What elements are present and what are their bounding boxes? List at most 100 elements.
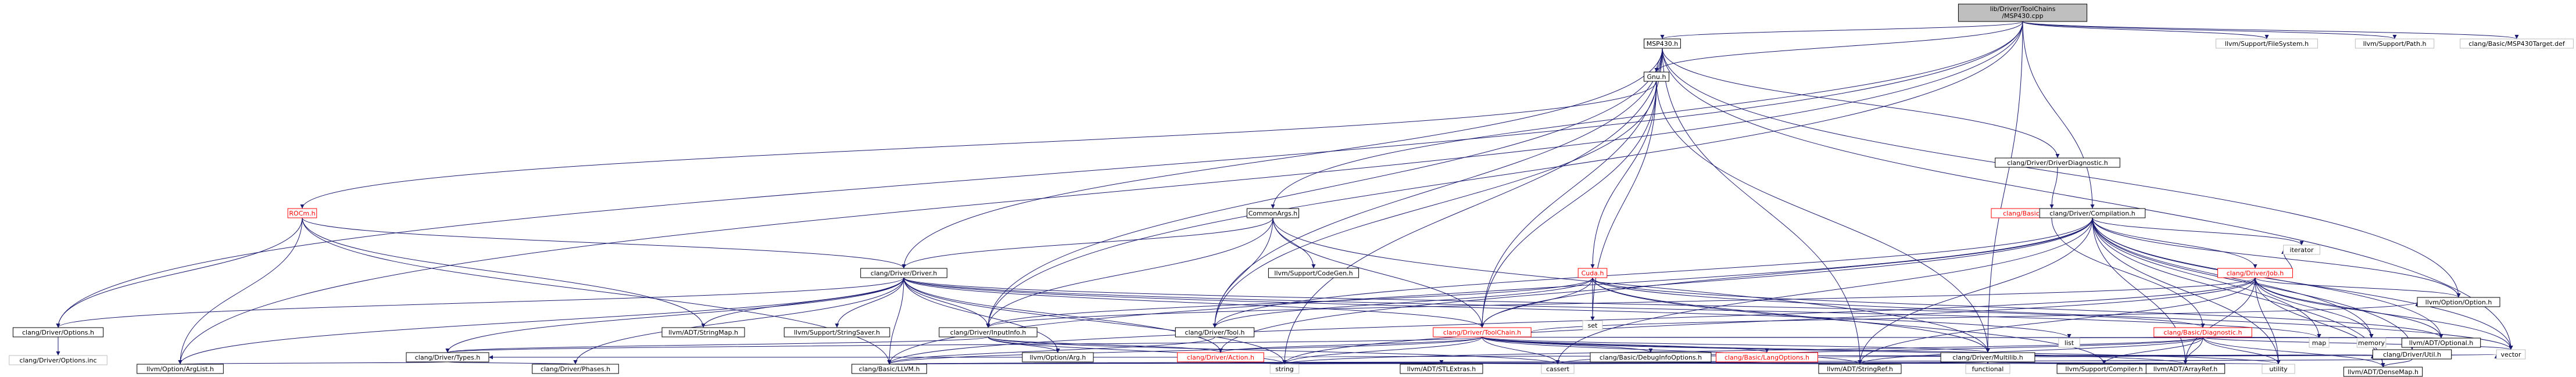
edge-jobh-to-memory (2255, 277, 2374, 339)
edge-driverh-to-options (56, 277, 904, 328)
node-types[interactable]: clang/Driver/Types.h (406, 352, 489, 362)
node-util[interactable]: clang/Driver/Util.h (2372, 349, 2452, 360)
node-cudah[interactable]: Cuda.h (1577, 268, 1608, 278)
edge (1987, 360, 2106, 365)
edge-types-to-phases (447, 360, 577, 365)
edge (2255, 277, 2513, 350)
edge (1858, 277, 2256, 365)
node-box (1268, 268, 1359, 278)
edge (1480, 48, 1663, 328)
edge (1271, 21, 2023, 209)
node-stringsaver[interactable]: llvm/Support/StringSaver.h (783, 327, 890, 337)
edge-cudah-to-optional (1592, 277, 2443, 339)
edge (1284, 360, 1988, 365)
node-driverdiag[interactable]: clang/Driver/DriverDiagnostic.h (1995, 157, 2120, 168)
node-label: llvm/Option/Option.h (2425, 299, 2492, 306)
node-options[interactable]: clang/Driver/Options.h (12, 327, 104, 337)
node-label: Gnu.h (1647, 73, 1666, 81)
edge (903, 277, 2321, 339)
edge-cudah-to-tool (1212, 277, 1593, 328)
node-multilib[interactable]: clang/Driver/Multilib.h (1940, 352, 2035, 362)
node-label: functional (1972, 365, 2004, 373)
edge (1482, 336, 1990, 353)
node-commonargs[interactable]: CommonArgs.h (1246, 208, 1300, 218)
node-set: set (1582, 320, 1603, 331)
node-memory: memory (2356, 337, 2387, 348)
node-tool[interactable]: clang/Driver/Tool.h (1175, 327, 1255, 337)
node-label: set (1588, 322, 1598, 329)
node-stringref[interactable]: llvm/ADT/StringRef.h (1818, 364, 1902, 374)
edge (903, 277, 1287, 365)
node-box (1965, 364, 2010, 374)
node-densemap[interactable]: llvm/ADT/DenseMap.h (2343, 367, 2423, 377)
node-compiler[interactable]: llvm/Support/Compiler.h (2056, 364, 2152, 374)
node-box (1958, 3, 2088, 22)
edge-jobh-to-stringref (1858, 277, 2256, 365)
edge-toolchain-to-langopts (1482, 336, 1769, 353)
node-llvmh[interactable]: clang/Basic/LLVM.h (851, 364, 927, 374)
node-inputinfo[interactable]: clang/Driver/InputInfo.h (939, 327, 1037, 337)
node-label: llvm/Support/Compiler.h (2065, 365, 2142, 373)
edge-root-to-filesystem (2022, 21, 2269, 40)
node-toolchain[interactable]: clang/Driver/ToolChain.h (1433, 327, 1532, 337)
edge (179, 360, 448, 365)
node-box (1995, 157, 2120, 168)
edge (1482, 336, 1769, 353)
node-box (2343, 367, 2423, 377)
edge-commonargs-to-tool (1212, 217, 1273, 328)
node-box (2309, 337, 2330, 348)
node-label: list (2065, 339, 2074, 347)
node-arrayref[interactable]: llvm/ADT/ArrayRef.h (2145, 364, 2226, 374)
node-stringmap[interactable]: llvm/ADT/StringMap.h (661, 327, 745, 337)
edge (2022, 21, 2269, 40)
node-optional[interactable]: llvm/ADT/Optional.h (2401, 337, 2481, 348)
edge (903, 277, 1484, 328)
edge-driverh-to-inputinfo (903, 277, 990, 328)
edge-root-to-multilib (1985, 21, 2023, 353)
edge-toolchain-to-cassert (1482, 336, 1560, 365)
edge (1482, 336, 2188, 365)
edge-gnuh-to-rocmh (300, 81, 1657, 209)
edge-root-to-options (56, 21, 2023, 328)
node-jobh[interactable]: clang/Driver/Job.h (2217, 268, 2293, 278)
node-label: vector (2501, 351, 2521, 358)
node-compilation[interactable]: clang/Driver/Compilation.h (2039, 208, 2146, 218)
edge-jobh-to-utility (2255, 277, 2281, 365)
edge-msp430h-to-string (1282, 48, 1663, 365)
node-label: map (2312, 339, 2326, 347)
node-debuginfo[interactable]: clang/Basic/DebugInfoOptions.h (1590, 352, 1712, 362)
node-langopts[interactable]: clang/Basic/LangOptions.h (1716, 352, 1818, 362)
node-box (1577, 268, 1608, 278)
node-optoption[interactable]: llvm/Option/Option.h (2417, 297, 2500, 307)
node-driverh[interactable]: clang/Driver/Driver.h (860, 268, 947, 278)
node-phases[interactable]: clang/Driver/Phases.h (532, 364, 619, 374)
edge-jobh-to-inputinfo (986, 277, 2256, 328)
edge (1480, 277, 1593, 328)
edge (1592, 277, 2513, 350)
node-optarg[interactable]: llvm/Option/Arg.h (1022, 352, 1094, 362)
node-box (1582, 320, 1603, 331)
node-box (1716, 352, 1818, 362)
node-label: Cuda.h (1582, 270, 1604, 277)
node-box (532, 364, 619, 374)
node-stlextras[interactable]: llvm/ADT/STLExtras.h (1400, 364, 1483, 374)
node-action[interactable]: clang/Driver/Action.h (1177, 352, 1264, 362)
node-box (12, 327, 104, 337)
edge-toolchain-to-debuginfo (1482, 336, 1653, 353)
edge-commonargs-to-multilib (1272, 217, 1990, 353)
edge (573, 277, 904, 365)
node-msp430h[interactable]: MSP430.h (1644, 38, 1681, 49)
edge-inputinfo-to-cassert (988, 336, 1560, 365)
node-arglist[interactable]: llvm/Option/ArgList.h (137, 364, 224, 374)
node-label: llvm/Option/ArgList.h (146, 365, 214, 373)
node-rocmh[interactable]: ROCm.h (287, 208, 317, 218)
node-codegen[interactable]: llvm/Support/CodeGen.h (1268, 268, 1359, 278)
node-box (2216, 38, 2318, 49)
edge (1272, 217, 1316, 269)
edge (903, 277, 990, 328)
node-gnuh[interactable]: Gnu.h (1644, 71, 1669, 82)
edge (1858, 336, 2203, 365)
edge (903, 277, 2205, 328)
node-diagnostic[interactable]: clang/Basic/Diagnostic.h (2153, 327, 2252, 337)
edge (1985, 21, 2023, 353)
